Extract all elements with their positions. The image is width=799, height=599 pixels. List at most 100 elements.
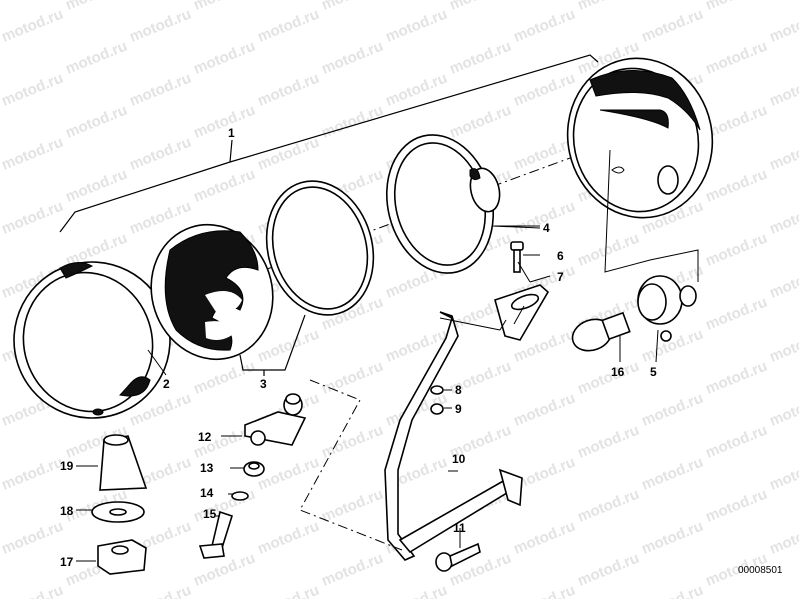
watermark-text: motod.ru (0, 454, 66, 494)
watermark-text: motod.ru (383, 6, 450, 46)
callout-11: 11 (453, 521, 466, 535)
watermark-text: motod.ru (255, 134, 322, 174)
callout-16: 16 (611, 365, 625, 379)
watermark-text: motod.ru (0, 518, 66, 558)
assembly-bracket (59, 54, 599, 233)
watermark-text: motod.ru (0, 230, 2, 270)
watermark-text: motod.ru (575, 0, 642, 14)
part-reflector (385, 134, 541, 274)
watermark-text: motod.ru (383, 70, 450, 110)
part-bulb-socket (637, 275, 697, 363)
watermark-text: motod.ru (255, 454, 322, 494)
callout-17: 17 (60, 555, 74, 569)
watermark-text: motod.ru (319, 102, 386, 142)
watermark-text: motod.ru (0, 358, 2, 398)
callout-7: 7 (557, 270, 564, 284)
callout-19: 19 (60, 459, 74, 473)
watermark-text: motod.ru (767, 134, 799, 174)
watermark-text: motod.ru (127, 582, 194, 599)
watermark-text: motod.ru (767, 518, 799, 558)
watermark-text: motod.ru (0, 6, 66, 46)
callout-13: 13 (200, 461, 214, 475)
watermark-text: motod.ru (447, 38, 514, 78)
watermark-text: motod.ru (703, 0, 770, 14)
watermark-text: motod.ru (0, 134, 66, 174)
watermark-text: motod.ru (639, 518, 706, 558)
watermark-text: motod.ru (447, 102, 514, 142)
callout-4: 4 (543, 221, 550, 235)
part-washer-nut (430, 385, 452, 415)
callout-3: 3 (260, 377, 267, 391)
watermark-text: motod.ru (0, 38, 2, 78)
watermark-text: motod.ru (255, 582, 322, 599)
part-housing-shell (566, 57, 714, 219)
part-flat-washer (76, 501, 145, 523)
part-bulb (571, 311, 631, 362)
watermark-text: motod.ru (383, 582, 450, 599)
watermark-text: motod.ru (703, 358, 770, 398)
callout-10: 10 (452, 452, 466, 466)
watermark-text: motod.ru (639, 6, 706, 46)
callout-9: 9 (455, 402, 462, 416)
part-lens (150, 223, 274, 361)
watermark-text: motod.ru (63, 0, 130, 14)
watermark-text: motod.ru (767, 70, 799, 110)
watermark-text: motod.ru (511, 390, 578, 430)
watermark-text: motod.ru (575, 358, 642, 398)
callout-1: 1 (228, 126, 235, 140)
part-bolt (435, 528, 481, 572)
watermark-text: motod.ru (511, 582, 578, 599)
watermark-text: motod.ru (639, 582, 706, 599)
watermark-text: motod.ru (0, 0, 2, 14)
watermark-text: motod.ru (0, 550, 2, 590)
watermark-text: motod.ru (639, 326, 706, 366)
watermark-text: motod.ru (0, 70, 66, 110)
watermark-text: motod.ru (0, 422, 2, 462)
part-trim-ring (13, 261, 171, 419)
watermark-text: motod.ru (511, 6, 578, 46)
socket-link (604, 149, 699, 282)
watermark-text: motod.ru (0, 166, 2, 206)
watermark-text: motod.ru (767, 6, 799, 46)
callout-6: 6 (557, 249, 564, 263)
part-cone (76, 434, 148, 491)
watermark-text: motod.ru (63, 166, 130, 206)
watermark-text: motod.ru (191, 38, 258, 78)
callout-2: 2 (163, 377, 170, 391)
watermark-text: motod.ru (319, 550, 386, 590)
watermark-text: motod.ru (255, 518, 322, 558)
watermark-text: motod.ru (191, 358, 258, 398)
part-mounting-bracket (384, 311, 523, 561)
watermark-text: motod.ru (639, 390, 706, 430)
watermark-text: motod.ru (319, 486, 386, 526)
watermark-text: motod.ru (767, 262, 799, 302)
watermark-text: motod.ru (575, 230, 642, 270)
watermark-text: motod.ru (703, 486, 770, 526)
watermark-text: motod.ru (0, 102, 2, 142)
watermark-text: motod.ru (255, 6, 322, 46)
callout-15: 15 (203, 507, 217, 521)
watermark-text: motod.ru (703, 102, 770, 142)
watermark-text: motod.ru (575, 422, 642, 462)
part-nut-block (76, 539, 147, 575)
part-sleeve (283, 393, 303, 416)
leader-lines (495, 225, 540, 331)
watermark-text: motod.ru (319, 38, 386, 78)
watermark-text: motod.ru (127, 134, 194, 174)
mounting-path (299, 379, 403, 551)
part-clip (494, 261, 551, 341)
watermark-text: motod.ru (767, 454, 799, 494)
callout-12: 12 (198, 430, 212, 444)
part-plate (221, 411, 307, 446)
watermark-text: motod.ru (63, 38, 130, 78)
callout-5: 5 (650, 365, 657, 379)
watermark-text: motod.ru (447, 0, 514, 14)
watermark-text: motod.ru (703, 166, 770, 206)
watermark-text: motod.ru (767, 582, 799, 599)
watermark-text: motod.ru (767, 326, 799, 366)
watermark-text: motod.ru (767, 198, 799, 238)
watermark-text: motod.ru (575, 550, 642, 590)
watermark-text: motod.ru (0, 198, 66, 238)
watermark-text: motod.ru (191, 0, 258, 14)
